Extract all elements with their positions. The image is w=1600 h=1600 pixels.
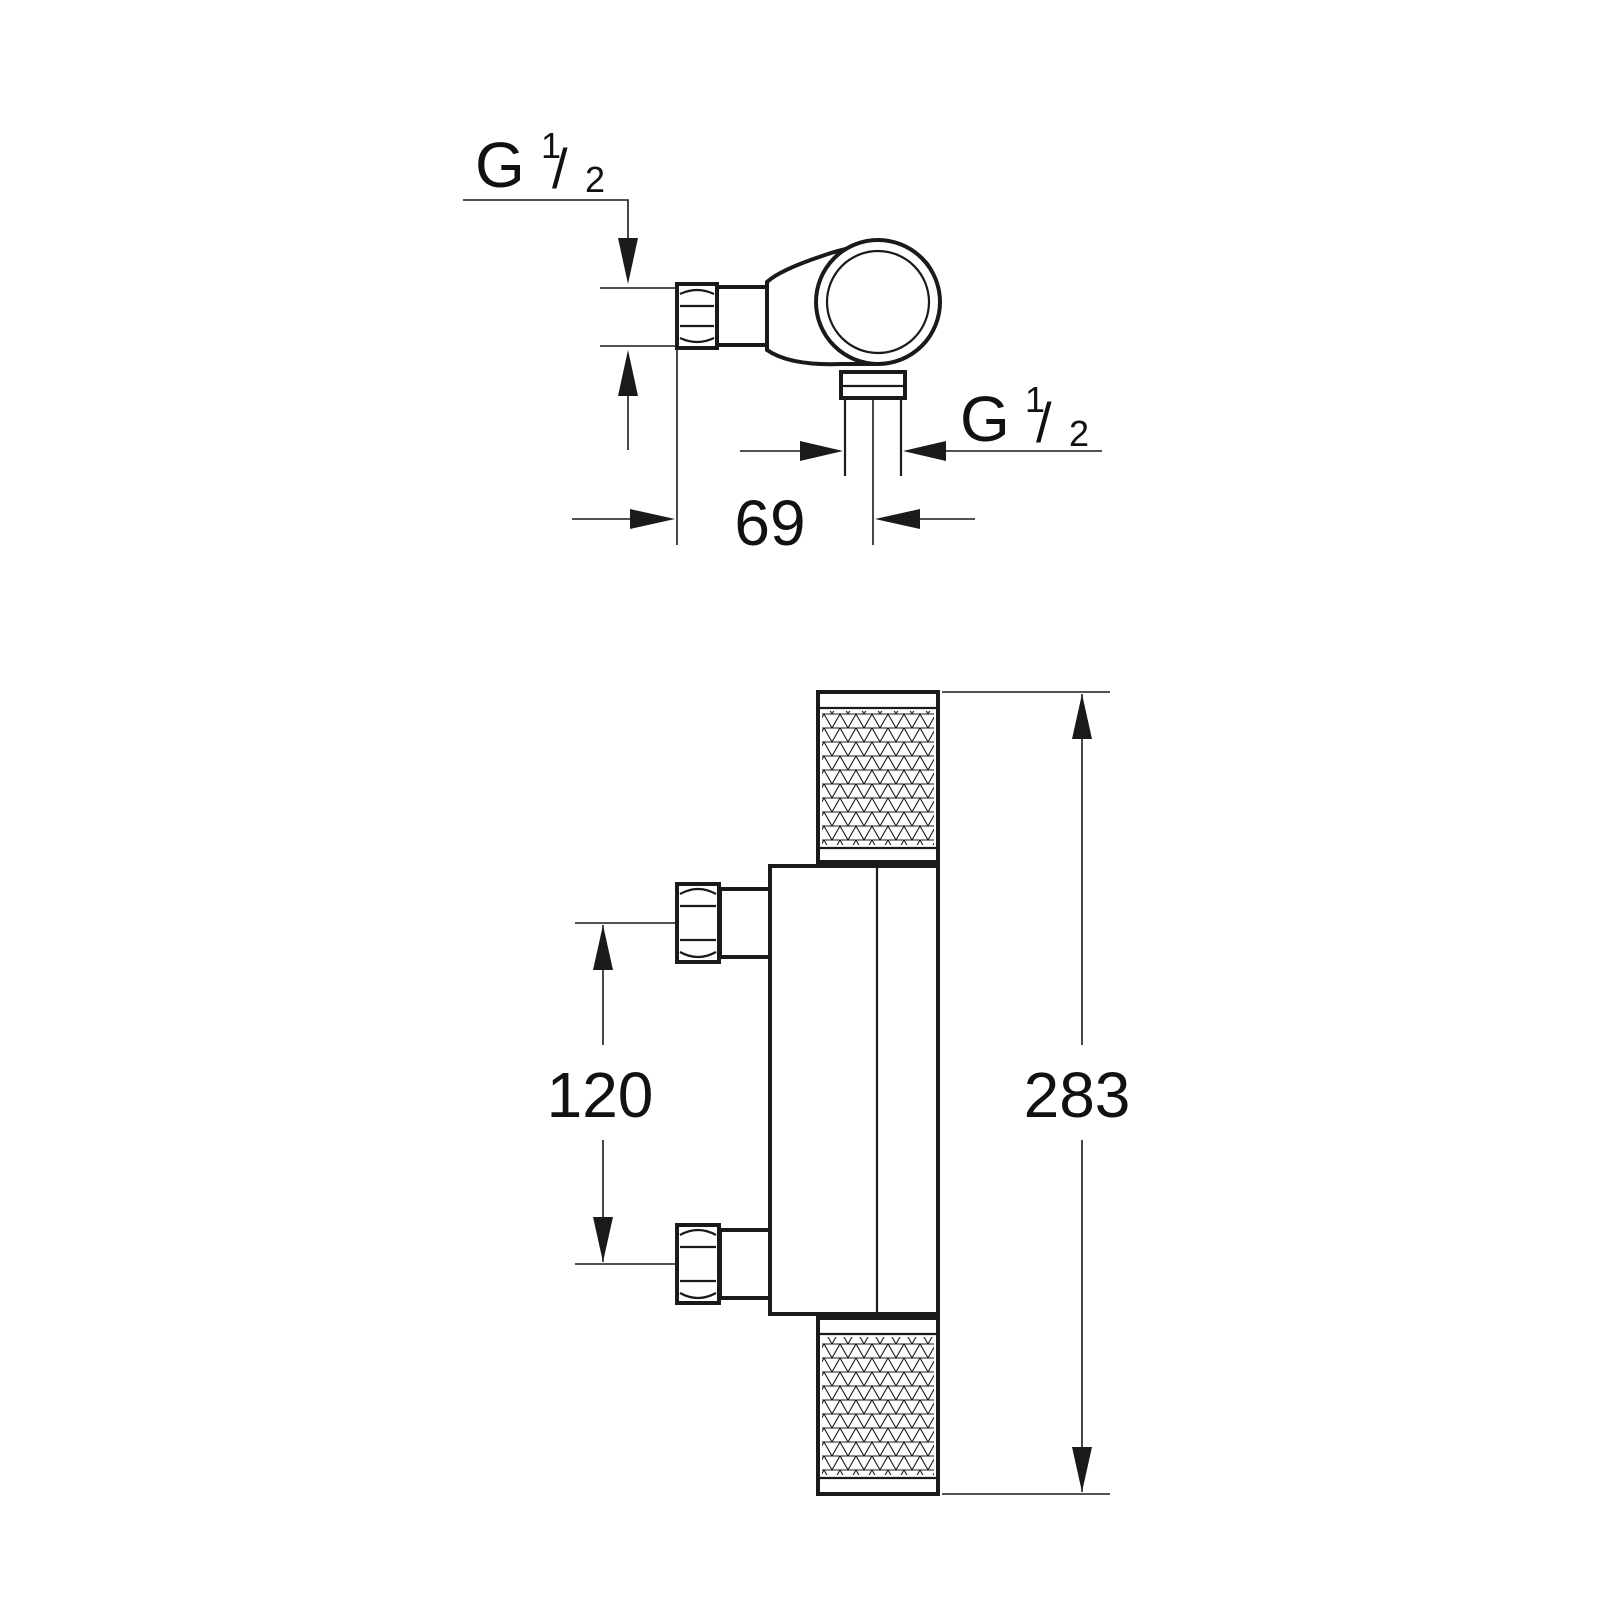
height-arrow-up — [1072, 694, 1092, 739]
inlet-thread-numerator: 1 — [541, 125, 561, 166]
top-dial-inner — [825, 249, 931, 355]
inlet-thread-denominator: 2 — [585, 159, 605, 200]
depth-dimension-label: 69 — [734, 487, 805, 559]
outlet-thread-numerator: 1 — [1025, 379, 1045, 420]
inlet-arrow-up — [618, 350, 638, 396]
front-lower-inlet-pipe — [718, 1228, 772, 1300]
height-dimension-label: 283 — [1024, 1059, 1131, 1131]
inlet-arrow-down — [618, 238, 638, 284]
spacing-arrow-up — [593, 925, 613, 970]
inlet-leader-line — [463, 199, 629, 268]
top-hex-nut — [675, 282, 719, 350]
front-bottom-knurl — [822, 1337, 934, 1475]
top-dial-outer — [814, 238, 942, 366]
top-view: G 1 / 2 G 1 / 2 — [463, 125, 1102, 559]
inlet-thread-slash: / — [552, 137, 568, 200]
outlet-arrow-right — [800, 441, 843, 461]
front-upper-inlet-pipe — [718, 887, 772, 959]
spacing-dimension-label: 120 — [547, 1059, 654, 1131]
front-valve-body — [768, 864, 940, 1316]
inlet-thread-prefix: G — [475, 129, 525, 201]
top-inlet-pipe — [715, 285, 769, 347]
outlet-arrow-left — [903, 441, 946, 461]
front-upper-hex-nut — [675, 882, 721, 964]
depth-arrow-left — [875, 509, 920, 529]
outlet-thread-prefix: G — [960, 383, 1010, 455]
outlet-thread-slash: / — [1036, 391, 1052, 454]
spacing-arrow-down — [593, 1217, 613, 1262]
front-view: 120 283 — [547, 690, 1131, 1496]
front-lower-hex-nut — [675, 1223, 721, 1305]
height-arrow-down — [1072, 1447, 1092, 1492]
depth-arrow-right — [630, 509, 675, 529]
front-top-knurl — [822, 711, 934, 845]
outlet-thread-denominator: 2 — [1069, 413, 1089, 454]
